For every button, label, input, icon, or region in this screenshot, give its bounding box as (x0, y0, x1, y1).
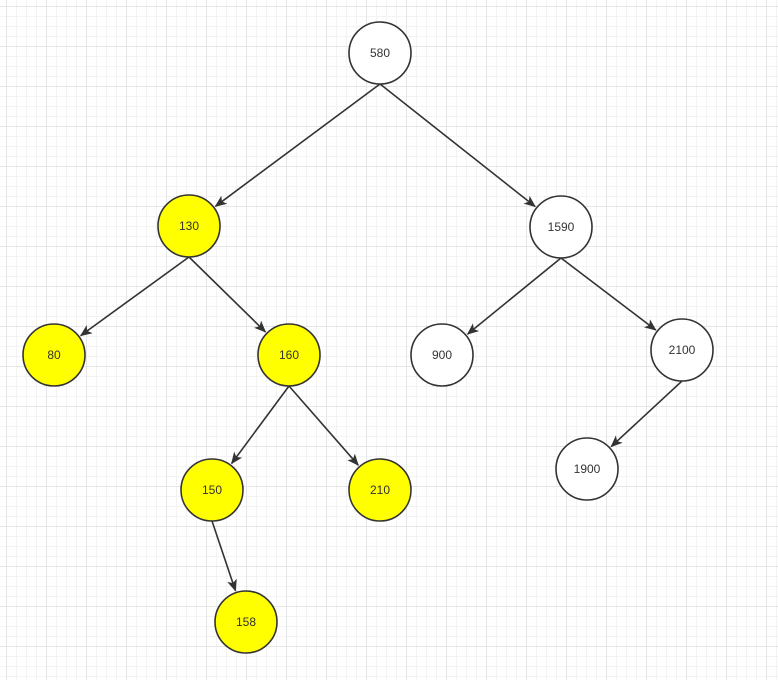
tree-node-130: 130 (157, 194, 221, 258)
edge-160-to-150 (230, 385, 290, 465)
tree-node-80: 80 (22, 323, 86, 387)
node-label: 580 (370, 46, 390, 60)
tree-node-160: 160 (257, 323, 321, 387)
tree-node-1900: 1900 (555, 437, 619, 501)
edge-1590-to-2100 (560, 257, 657, 331)
node-circle (650, 318, 714, 382)
edge-130-to-80 (79, 256, 190, 337)
edge-130-to-160 (188, 256, 267, 333)
tree-node-580: 580 (348, 21, 412, 85)
node-circle (180, 458, 244, 522)
node-circle (257, 323, 321, 387)
node-label: 160 (279, 348, 299, 362)
tree-node-900: 900 (410, 323, 474, 387)
node-circle (214, 590, 278, 654)
tree-node-150: 150 (180, 458, 244, 522)
edge-580-to-130 (214, 83, 381, 207)
node-circle (348, 458, 412, 522)
node-circle (555, 437, 619, 501)
node-circle (157, 194, 221, 258)
tree-node-158: 158 (214, 590, 278, 654)
tree-node-1590: 1590 (529, 195, 593, 259)
tree-node-2100: 2100 (650, 318, 714, 382)
edge-2100-to-1900 (610, 380, 683, 448)
node-label: 2100 (669, 343, 696, 357)
edge-580-to-1590 (379, 83, 536, 208)
edges-layer (79, 83, 683, 592)
edge-160-to-210 (288, 385, 359, 466)
edge-1590-to-900 (466, 257, 562, 335)
node-label: 210 (370, 483, 390, 497)
node-circle (348, 21, 412, 85)
node-label: 80 (47, 348, 61, 362)
node-label: 900 (432, 348, 452, 362)
node-label: 1900 (574, 462, 601, 476)
tree-node-210: 210 (348, 458, 412, 522)
node-circle (529, 195, 593, 259)
nodes-layer: 580 130 1590 80 160 900 2100 150 210 1900 158 (22, 21, 714, 654)
node-label: 130 (179, 219, 199, 233)
node-label: 158 (236, 615, 256, 629)
node-circle (410, 323, 474, 387)
edge-150-to-158 (211, 520, 237, 592)
node-circle (22, 323, 86, 387)
node-label: 150 (202, 483, 222, 497)
node-label: 1590 (548, 220, 575, 234)
